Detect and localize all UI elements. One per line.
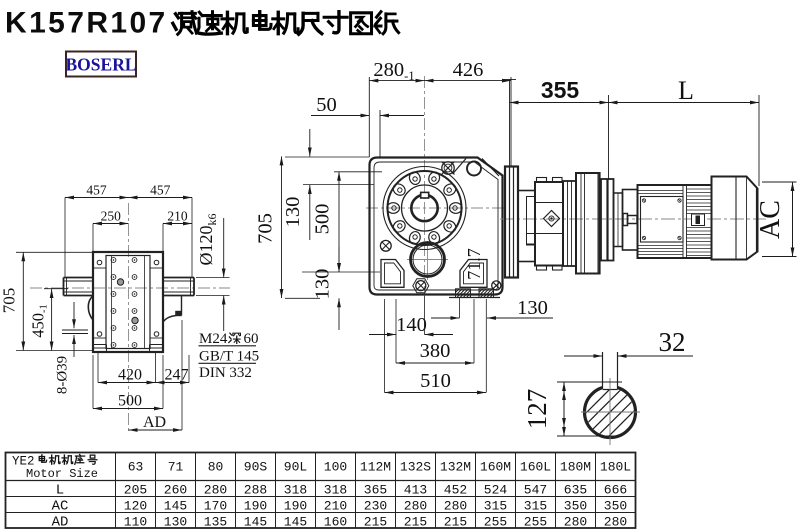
svg-text:318: 318: [324, 483, 347, 498]
svg-text:Ø120k6: Ø120k6: [196, 214, 219, 266]
svg-text:DIN 332: DIN 332: [199, 365, 252, 381]
svg-text:255: 255: [484, 515, 507, 529]
svg-text:457: 457: [86, 183, 107, 198]
svg-text:280: 280: [444, 499, 467, 514]
svg-text:L: L: [678, 76, 694, 105]
svg-text:K157R107: K157R107: [5, 7, 168, 40]
svg-text:457: 457: [150, 183, 171, 198]
svg-text:524: 524: [484, 483, 508, 498]
svg-text:315: 315: [484, 499, 507, 514]
svg-text:318: 318: [284, 483, 307, 498]
svg-text:500: 500: [312, 204, 334, 235]
svg-text:112M: 112M: [360, 460, 391, 475]
svg-text:426: 426: [453, 59, 484, 81]
svg-text:420: 420: [118, 367, 142, 384]
svg-text:90L: 90L: [284, 460, 307, 475]
svg-text:50: 50: [316, 94, 337, 116]
svg-text:60: 60: [244, 331, 259, 347]
svg-text:635: 635: [564, 483, 587, 498]
svg-text:80: 80: [208, 460, 224, 475]
svg-text:355: 355: [541, 77, 580, 103]
svg-text:500: 500: [118, 393, 142, 410]
svg-text:160L: 160L: [520, 460, 551, 475]
svg-text:288: 288: [244, 483, 267, 498]
svg-text:365: 365: [364, 483, 387, 498]
svg-text:260: 260: [164, 483, 187, 498]
svg-text:AD: AD: [52, 515, 69, 529]
svg-text:280: 280: [564, 515, 587, 529]
svg-text:130: 130: [517, 297, 548, 319]
svg-text:132M: 132M: [440, 460, 471, 475]
svg-text:547: 547: [524, 483, 547, 498]
svg-text:M24: M24: [199, 331, 228, 347]
svg-text:210: 210: [167, 209, 188, 224]
svg-text:135: 135: [204, 515, 227, 529]
svg-text:130: 130: [282, 197, 304, 228]
svg-text:215: 215: [364, 515, 387, 529]
svg-text:210: 210: [324, 499, 347, 514]
svg-text:705: 705: [255, 213, 277, 244]
svg-text:Motor Size: Motor Size: [26, 467, 98, 481]
svg-text:190: 190: [244, 499, 267, 514]
svg-text:132S: 132S: [400, 460, 431, 475]
svg-text:205: 205: [124, 483, 147, 498]
svg-text:666: 666: [604, 483, 627, 498]
svg-text:145: 145: [244, 515, 267, 529]
svg-text:380: 380: [420, 340, 451, 362]
svg-text:YE2: YE2: [12, 455, 35, 469]
svg-text:280: 280: [404, 499, 427, 514]
svg-text:350: 350: [564, 499, 587, 514]
svg-text:130: 130: [164, 515, 187, 529]
svg-text:315: 315: [524, 499, 547, 514]
svg-text:L: L: [56, 483, 64, 499]
svg-text:130: 130: [312, 269, 334, 300]
svg-text:705: 705: [0, 288, 19, 314]
svg-text:127: 127: [522, 389, 552, 430]
svg-text:90S: 90S: [244, 460, 268, 475]
svg-text:230: 230: [364, 499, 387, 514]
svg-text:63: 63: [128, 460, 144, 475]
svg-text:350: 350: [604, 499, 627, 514]
svg-text:170: 170: [204, 499, 227, 514]
svg-text:145: 145: [164, 499, 187, 514]
svg-text:71: 71: [168, 460, 184, 475]
svg-text:BOSERL: BOSERL: [66, 55, 137, 75]
svg-text:215: 215: [404, 515, 427, 529]
svg-text:510: 510: [420, 370, 451, 392]
svg-text:100: 100: [324, 460, 347, 475]
svg-text:110: 110: [124, 515, 147, 529]
svg-text:32: 32: [659, 327, 686, 357]
svg-text:255: 255: [524, 515, 547, 529]
svg-text:GB/T 145: GB/T 145: [199, 349, 259, 365]
svg-text:145: 145: [284, 515, 307, 529]
svg-text:180L: 180L: [600, 460, 631, 475]
svg-text:190: 190: [284, 499, 307, 514]
svg-text:AC: AC: [52, 499, 69, 515]
svg-text:452: 452: [444, 483, 467, 498]
svg-text:AD: AD: [143, 414, 166, 431]
svg-text:8-Ø39: 8-Ø39: [55, 356, 71, 394]
svg-text:140: 140: [396, 314, 427, 336]
svg-text:247: 247: [165, 367, 189, 384]
svg-text:250: 250: [101, 209, 122, 224]
svg-text:160: 160: [324, 515, 347, 529]
svg-text:215: 215: [444, 515, 467, 529]
svg-text:120: 120: [124, 499, 147, 514]
svg-text:71.7: 71.7: [464, 248, 484, 280]
svg-text:280: 280: [204, 483, 227, 498]
svg-text:160M: 160M: [480, 460, 511, 475]
svg-text:180M: 180M: [560, 460, 591, 475]
svg-text:280: 280: [604, 515, 627, 529]
svg-text:AC: AC: [755, 200, 786, 239]
svg-text:413: 413: [404, 483, 427, 498]
